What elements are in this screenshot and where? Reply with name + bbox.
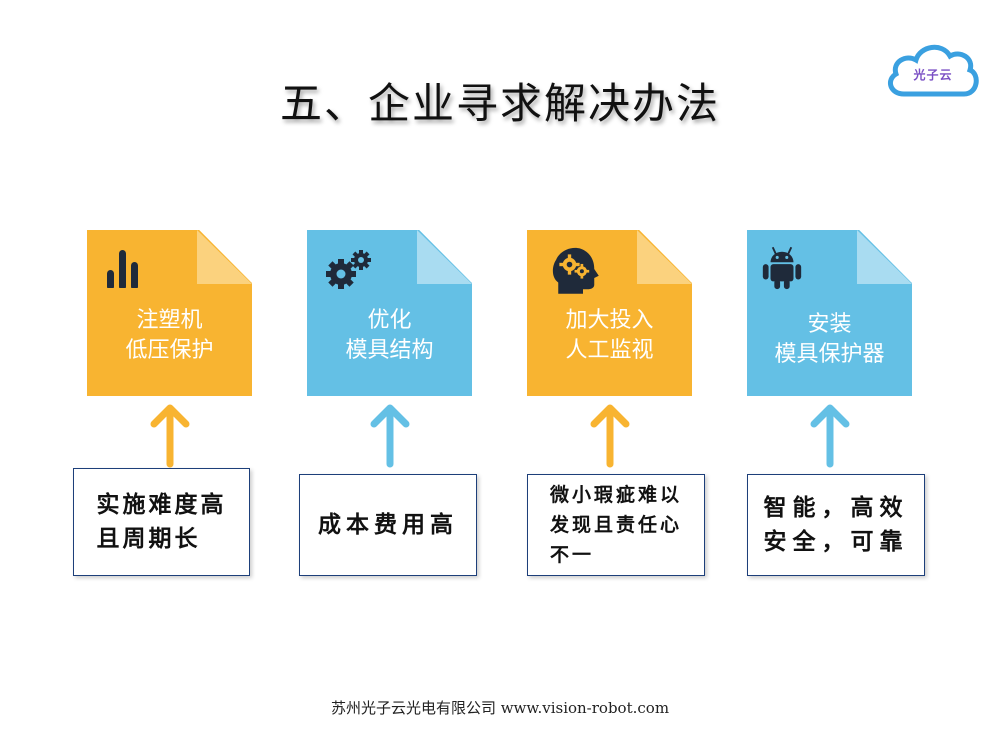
cloud-icon bbox=[887, 44, 979, 97]
problem-line: 微小瑕疵难以 bbox=[549, 484, 682, 506]
problem-line: 智能，高效 bbox=[763, 495, 909, 521]
problem-box-2: 成本费用高 bbox=[299, 474, 477, 576]
solution-card-3: 加大投入 人工监视 bbox=[527, 230, 692, 396]
problem-box-4: 智能，高效 安全，可靠 bbox=[747, 474, 925, 576]
company-logo: 光子云 bbox=[884, 36, 982, 100]
card-label-line2: 人工监视 bbox=[565, 338, 654, 363]
card-label-line2: 模具保护器 bbox=[774, 342, 885, 367]
page-title: 五、企业寻求解决办法 bbox=[279, 79, 720, 128]
gears-icon bbox=[326, 250, 371, 289]
brain-gears-icon bbox=[552, 247, 599, 294]
footer-company-info: 苏州光子云光电有限公司 www.vision-robot.com bbox=[330, 699, 670, 717]
card-label-line1: 加大投入 bbox=[565, 308, 654, 333]
problem-line: 实施难度高 bbox=[96, 492, 227, 518]
card-label-line2: 模具结构 bbox=[345, 338, 434, 363]
card-label-line2: 低压保护 bbox=[125, 338, 214, 363]
card-label-line1: 优化 bbox=[367, 308, 412, 333]
solution-card-1: 注塑机 低压保护 bbox=[87, 230, 252, 396]
bar-chart-icon bbox=[107, 250, 138, 288]
android-icon bbox=[762, 246, 802, 290]
problem-line: 安全，可靠 bbox=[763, 529, 909, 555]
up-arrow-icon bbox=[370, 402, 410, 468]
solution-card-2: 优化 模具结构 bbox=[307, 230, 472, 396]
solution-card-4: 安装 模具保护器 bbox=[747, 230, 912, 396]
problem-box-1: 实施难度高 且周期长 bbox=[73, 468, 250, 576]
problem-line: 不一 bbox=[549, 544, 594, 566]
problem-line: 且周期长 bbox=[96, 526, 201, 552]
problem-box-3: 微小瑕疵难以 发现且责任心 不一 bbox=[527, 474, 705, 576]
up-arrow-icon bbox=[810, 402, 850, 468]
problem-line: 成本费用高 bbox=[318, 512, 458, 538]
logo-text: 光子云 bbox=[913, 68, 953, 82]
card-label-line1: 注塑机 bbox=[136, 308, 203, 333]
up-arrow-icon bbox=[150, 402, 190, 468]
problem-line: 发现且责任心 bbox=[549, 514, 682, 536]
up-arrow-icon bbox=[590, 402, 630, 468]
card-label-line1: 安装 bbox=[807, 312, 852, 337]
